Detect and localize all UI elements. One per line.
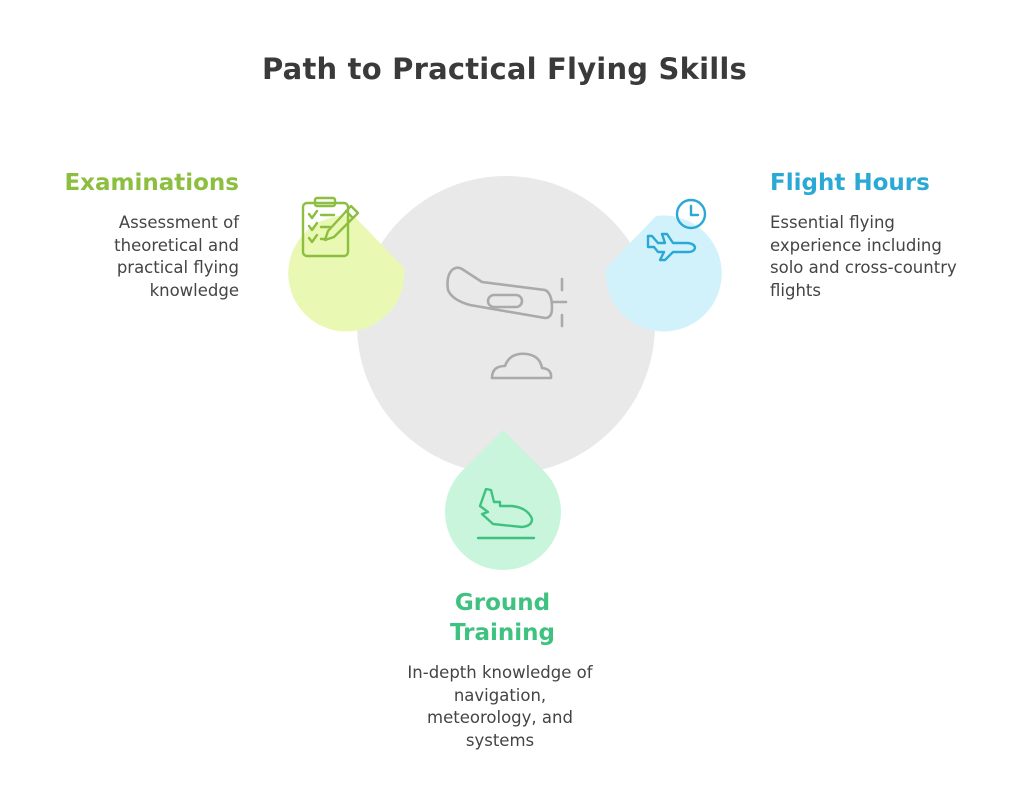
airplane-cloud-icon xyxy=(446,266,568,380)
examinations-heading: Examinations xyxy=(64,170,239,196)
flight-hours-description: Essential flying experience including so… xyxy=(770,213,957,300)
flight-hours-heading: Flight Hours xyxy=(770,170,930,196)
clipboard-pencil-icon xyxy=(301,196,360,258)
examinations-bubble xyxy=(288,215,405,332)
examinations-description: Assessment of theoretical and practical … xyxy=(114,213,239,300)
center-circle xyxy=(357,176,655,474)
ground-training-heading: Ground Training xyxy=(449,590,555,646)
airplane-landing-icon xyxy=(476,487,536,540)
ground-training-description: In-depth knowledge of navigation, meteor… xyxy=(407,663,593,750)
clock-airplane-icon xyxy=(646,198,707,262)
page-title: Path to Practical Flying Skills xyxy=(262,52,747,86)
ground-training-bubble xyxy=(445,430,561,570)
